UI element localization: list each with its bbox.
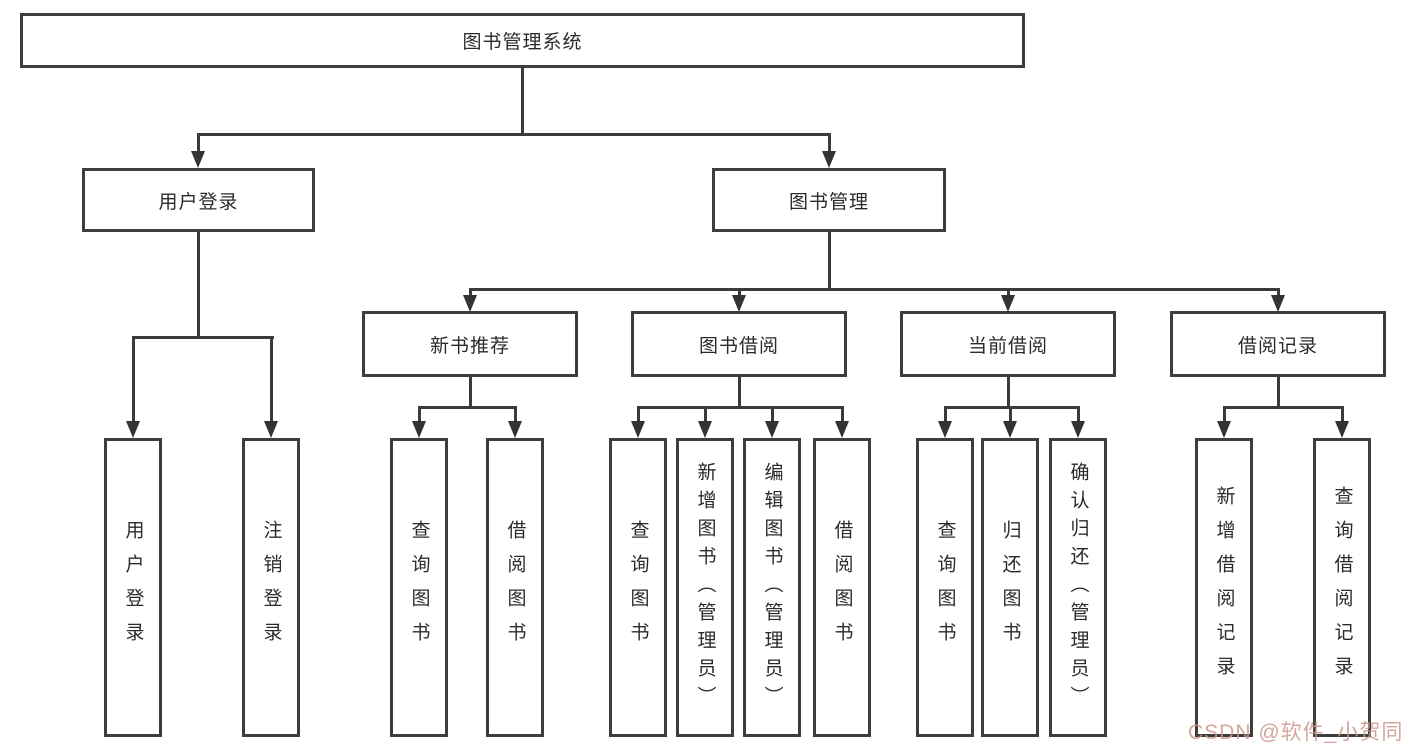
connector-line [418,406,517,409]
connector-line [1223,406,1344,409]
connector-line [521,68,524,134]
arrow-down-icon [835,421,849,438]
connector-line [841,406,844,424]
connector-line [197,232,200,338]
arrow-down-icon [1217,421,1231,438]
connector-line [197,133,831,136]
connector-line [1009,406,1012,424]
leaf-records-add-record: 新增借阅记录 [1195,438,1253,737]
leaf-borrow-edit-books-admin: 编辑图书（管理员） [743,438,801,737]
node-new-book-recommend: 新书推荐 [362,311,578,377]
leaf-current-confirm-return-admin: 确认归还（管理员） [1049,438,1107,737]
connector-line [1277,377,1280,409]
arrow-down-icon [1271,295,1285,312]
leaf-current-return-books: 归还图书 [981,438,1039,737]
node-borrow-records: 借阅记录 [1170,311,1386,377]
connector-line [1077,406,1080,424]
arrow-down-icon [631,421,645,438]
connector-line [132,336,274,339]
connector-line [469,377,472,409]
arrow-down-icon [508,421,522,438]
arrow-down-icon [938,421,952,438]
connector-line [738,288,741,298]
leaf-newrec-query-books: 查询图书 [390,438,448,737]
connector-line [828,133,831,153]
connector-line [132,336,135,423]
arrow-down-icon [1001,295,1015,312]
node-user-login: 用户登录 [82,168,315,232]
connector-line [270,336,273,423]
connector-line [704,406,707,424]
arrow-down-icon [1335,421,1349,438]
arrow-down-icon [126,421,140,438]
node-library-system: 图书管理系统 [20,13,1025,68]
arrow-down-icon [765,421,779,438]
leaf-borrow-borrow-books: 借阅图书 [813,438,871,737]
node-current-borrow: 当前借阅 [900,311,1116,377]
leaf-current-query-books: 查询图书 [916,438,974,737]
arrow-down-icon [412,421,426,438]
arrow-down-icon [264,421,278,438]
connector-line [1341,406,1344,424]
connector-line [828,232,831,290]
arrow-down-icon [1003,421,1017,438]
connector-line [944,406,1080,409]
leaf-logout: 注销登录 [242,438,300,737]
csdn-watermark: CSDN @软件_小贺同学 [1188,721,1405,744]
arrow-down-icon [698,421,712,438]
connector-line [1223,406,1226,424]
node-book-management: 图书管理 [712,168,946,232]
connector-line [514,406,517,424]
connector-line [1007,377,1010,409]
connector-line [418,406,421,424]
arrow-down-icon [191,151,205,168]
leaf-borrow-add-books-admin: 新增图书（管理员） [676,438,734,737]
leaf-user-login: 用户登录 [104,438,162,737]
node-book-borrow: 图书借阅 [631,311,847,377]
arrow-down-icon [732,295,746,312]
leaf-borrow-query-books: 查询图书 [609,438,667,737]
connector-line [637,406,640,424]
connector-line [469,288,1280,291]
connector-line [1277,288,1280,298]
connector-line [469,288,472,298]
arrow-down-icon [822,151,836,168]
arrow-down-icon [463,295,477,312]
arrow-down-icon [1071,421,1085,438]
connector-line [738,377,741,409]
connector-line [1007,288,1010,298]
leaf-newrec-borrow-books: 借阅图书 [486,438,544,737]
connector-line [771,406,774,424]
connector-line [197,133,200,153]
leaf-records-query-record: 查询借阅记录 [1313,438,1371,737]
connector-line [637,406,844,409]
connector-line [944,406,947,424]
